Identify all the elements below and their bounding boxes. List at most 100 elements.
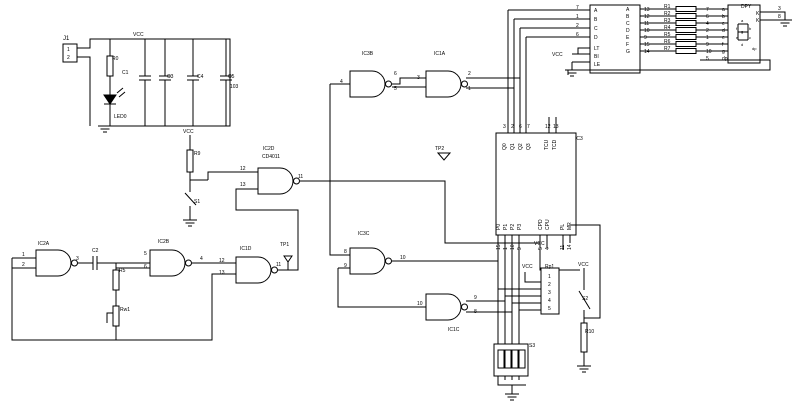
ic2b-label: IC2B xyxy=(158,239,170,245)
ic2a-label: IC2A xyxy=(38,241,50,247)
display-k-label-2: K xyxy=(756,18,760,24)
decoder-in-label-d: D xyxy=(594,35,598,41)
display-pin-4: 1 xyxy=(706,35,709,41)
r0-label: R0 xyxy=(112,56,119,62)
display-inner-d: d xyxy=(741,42,743,47)
counter-top-pin-4: 12 xyxy=(545,124,551,130)
decoder-out-label-5: F xyxy=(626,42,629,48)
counter-chip-ic3 xyxy=(495,132,577,236)
rw1-label: Rw1 xyxy=(120,307,130,313)
decoder-ctrl-lt: LT xyxy=(594,46,599,52)
decoder-out-label-2: C xyxy=(626,21,630,27)
ic3b-pin-5: 5 xyxy=(394,86,397,92)
connector-j1 xyxy=(62,43,78,63)
ic2d-pin-in-b: 13 xyxy=(240,182,246,188)
gate-ic1c xyxy=(425,293,468,321)
ground-icon xyxy=(504,393,520,401)
switch-s2[interactable] xyxy=(578,290,591,310)
ic1d-label: IC1D xyxy=(240,246,252,252)
counter-bottom-label-2: P2 xyxy=(510,224,516,230)
display-k-pin-2: 8 xyxy=(778,14,781,20)
ic3-label: IC3 xyxy=(575,136,583,142)
r10-label: R10 xyxy=(585,329,594,335)
r9-label: R9 xyxy=(194,151,201,157)
reset-switch-block: VCC S2 R10 xyxy=(570,224,601,373)
ic2a-pin-in-a: 1 xyxy=(22,252,25,258)
display-inner-e: e xyxy=(736,35,739,40)
ic3c-label: IC3C xyxy=(358,231,370,237)
decoder-in-label-c: C xyxy=(594,26,598,32)
counter-top-pin-2: 6 xyxy=(519,124,522,130)
gate-ic2b xyxy=(149,249,192,277)
ic1a-pin-2: 2 xyxy=(468,71,471,77)
resistor-label-6: R7 xyxy=(664,46,671,52)
rp1-pin-1: 2 xyxy=(548,282,551,288)
switch-gate-block: VCC R9 S1 IC2D CD4011 12 13 11 xyxy=(182,129,540,271)
display-pin-5: 9 xyxy=(706,42,709,48)
dip-switch-s3-2[interactable] xyxy=(504,349,512,369)
resistor-label-5: R6 xyxy=(664,39,671,45)
ic2b-pin-out: 4 xyxy=(200,256,203,262)
rp1-pin-3: 4 xyxy=(548,298,551,304)
display-inner-b: b xyxy=(749,26,752,31)
counter-bottom-label-4: CPD xyxy=(538,219,544,230)
ic2a-pin-in-b: 2 xyxy=(22,262,25,268)
ic3c-pin-in-a: 8 xyxy=(344,249,347,255)
display-pin-2: 4 xyxy=(706,21,709,27)
resistor-r6 xyxy=(675,41,697,47)
decoder-in-label-b: B xyxy=(594,17,598,23)
resistor-r3 xyxy=(675,20,697,26)
vcc-label: VCC xyxy=(552,52,563,58)
ic1c-pin-in-a: 10 xyxy=(417,301,423,307)
dip-switch-s3-1[interactable] xyxy=(497,349,505,369)
decoder-out-label-4: E xyxy=(626,35,630,41)
c1-label: C1 xyxy=(122,70,129,76)
resistor-r7 xyxy=(675,48,697,54)
gate-ic3b xyxy=(349,70,392,98)
resistor-pack-rp1 xyxy=(540,267,560,315)
display-seg-label-0: a xyxy=(722,7,725,13)
counter-top-label-0: Q0 xyxy=(502,143,508,150)
ic1c-pin-9: 9 xyxy=(474,295,477,301)
rp1-label: Rp1 xyxy=(545,264,554,270)
counter-bottom-pin-2: 10 xyxy=(510,244,516,250)
decoder-in-pin-4: 6 xyxy=(576,32,579,38)
dip-switch-s3-3[interactable] xyxy=(511,349,519,369)
decoder-out-label-3: D xyxy=(626,28,630,34)
ic3b-label: IC3B xyxy=(362,51,374,57)
tp1-label: TP1 xyxy=(280,242,289,248)
decoder-out-pin-0: 13 xyxy=(644,7,650,13)
counter-top-label-1: Q1 xyxy=(510,143,516,150)
display-pin-1: 6 xyxy=(706,14,709,20)
counter-bottom-pin-4: 5 xyxy=(538,247,544,250)
display-inner-f: f xyxy=(736,26,738,31)
counter-bottom-label-1: P1 xyxy=(503,224,509,230)
control-gates-block: IC3B 4 6 5 IC1A 3 2 1 xyxy=(329,51,520,256)
ic1c-label: IC1C xyxy=(448,327,460,333)
vcc-label: VCC xyxy=(522,264,533,270)
resistor-r9 xyxy=(186,149,194,173)
counter-top-pin-0: 3 xyxy=(503,124,506,130)
ic2a-pin-out: 3 xyxy=(76,256,79,262)
dip-switch-s3-4[interactable] xyxy=(518,349,526,369)
counter-top-label-4: TCU xyxy=(544,139,550,150)
display-label: DPY xyxy=(741,4,752,10)
ic2d-pin-out: 11 xyxy=(298,174,303,180)
display-pin-6: 10 xyxy=(706,49,712,55)
display-seg-label-2: c xyxy=(722,21,725,27)
counter-top-label-3: Q3 xyxy=(526,143,532,150)
resistor-label-4: R5 xyxy=(664,32,671,38)
display-inner-c: c xyxy=(749,35,751,40)
counter-bottom-label-0: P0 xyxy=(496,224,502,230)
decoder-out-label-1: B xyxy=(626,14,630,20)
gate-ic2d xyxy=(257,167,300,195)
switch-s1[interactable] xyxy=(184,192,197,206)
potentiometer-rw1[interactable] xyxy=(112,305,120,327)
display-seg-label-7: dp xyxy=(722,56,728,62)
rp1-pin-2: 3 xyxy=(548,290,551,296)
led0-symbol xyxy=(103,94,117,105)
display-inner-dp: dp xyxy=(752,46,757,51)
decoder-out-pin-2: 11 xyxy=(644,21,649,27)
j1-pin-1: 1 xyxy=(67,47,70,53)
